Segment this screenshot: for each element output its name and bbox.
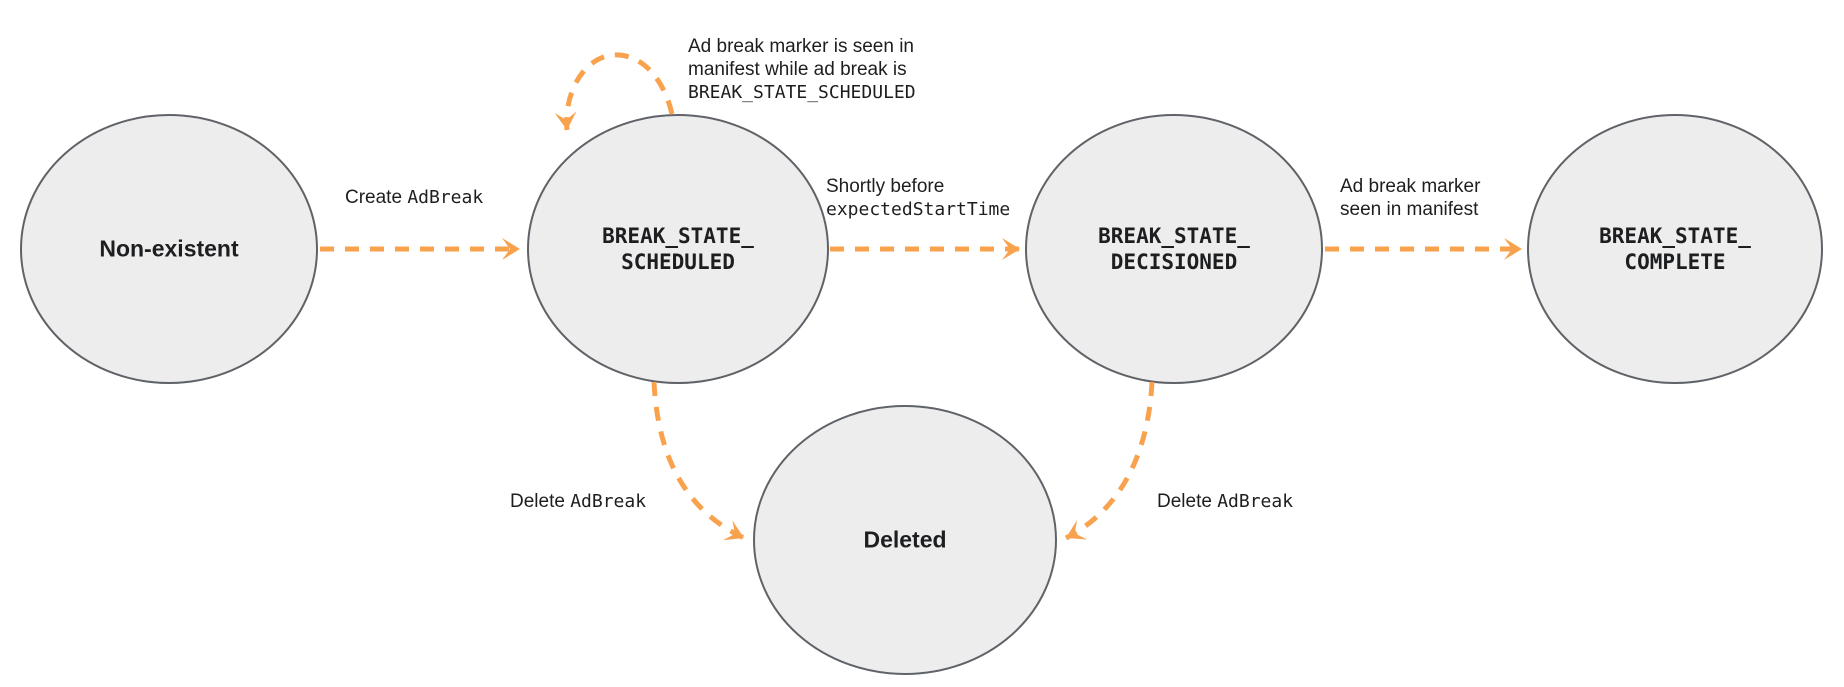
transition-delete-decisioned-code-text: AdBreak xyxy=(1217,491,1294,512)
transition-self-loop-code-text: BREAK_STATE_SCHEDULED xyxy=(688,82,916,103)
transition-create-plain-text: Create xyxy=(345,187,408,208)
state-label-decisioned-line1: BREAK_STATE_ xyxy=(1098,224,1250,248)
transition-label-delete-from-scheduled: Delete AdBreak xyxy=(510,490,646,513)
state-node-break-state-decisioned xyxy=(1025,114,1323,384)
transition-marker-seen-line1: Ad break marker xyxy=(1340,176,1481,197)
arrow-delete-from-scheduled xyxy=(651,381,746,541)
state-node-break-state-complete xyxy=(1527,114,1823,384)
state-label-deleted: Deleted xyxy=(863,526,947,553)
state-node-deleted xyxy=(753,405,1057,675)
transition-label-shortly-before: Shortly before expectedStartTime xyxy=(826,175,1010,221)
state-label-complete-line2: COMPLETE xyxy=(1624,250,1726,274)
arrow-delete-from-decisioned xyxy=(1064,381,1155,541)
state-label-decisioned-line2: DECISIONED xyxy=(1110,250,1238,274)
state-node-break-state-scheduled xyxy=(527,114,829,384)
transition-shortly-before-line1: Shortly before xyxy=(826,176,945,197)
arrow-self-loop-scheduled xyxy=(554,52,675,131)
state-label-scheduled-line2: SCHEDULED xyxy=(621,250,735,274)
transition-label-delete-from-decisioned: Delete AdBreak xyxy=(1157,490,1293,513)
state-label-scheduled-line1: BREAK_STATE_ xyxy=(602,224,754,248)
transition-label-create-adbreak: Create AdBreak xyxy=(345,186,483,209)
transition-label-self-loop: Ad break marker is seen in manifest whil… xyxy=(688,35,916,104)
transition-self-loop-line2: manifest while ad break is xyxy=(688,59,907,80)
transition-label-marker-seen: Ad break marker seen in manifest xyxy=(1340,175,1480,221)
state-label-complete-line1: BREAK_STATE_ xyxy=(1599,224,1751,248)
transition-self-loop-line1: Ad break marker is seen in xyxy=(688,36,914,57)
transition-delete-scheduled-plain-text: Delete xyxy=(510,491,571,512)
state-label-break-state-complete: BREAK_STATE_ COMPLETE xyxy=(1599,223,1751,275)
transition-delete-decisioned-plain-text: Delete xyxy=(1157,491,1218,512)
transition-shortly-before-code-text: expectedStartTime xyxy=(826,199,1011,220)
state-label-break-state-decisioned: BREAK_STATE_ DECISIONED xyxy=(1098,223,1250,275)
state-node-non-existent xyxy=(20,114,318,384)
state-label-break-state-scheduled: BREAK_STATE_ SCHEDULED xyxy=(602,223,754,275)
transition-delete-scheduled-code-text: AdBreak xyxy=(570,491,647,512)
state-label-non-existent: Non-existent xyxy=(99,235,239,262)
transition-marker-seen-line2: seen in manifest xyxy=(1340,199,1479,220)
transition-create-code-text: AdBreak xyxy=(407,187,484,208)
